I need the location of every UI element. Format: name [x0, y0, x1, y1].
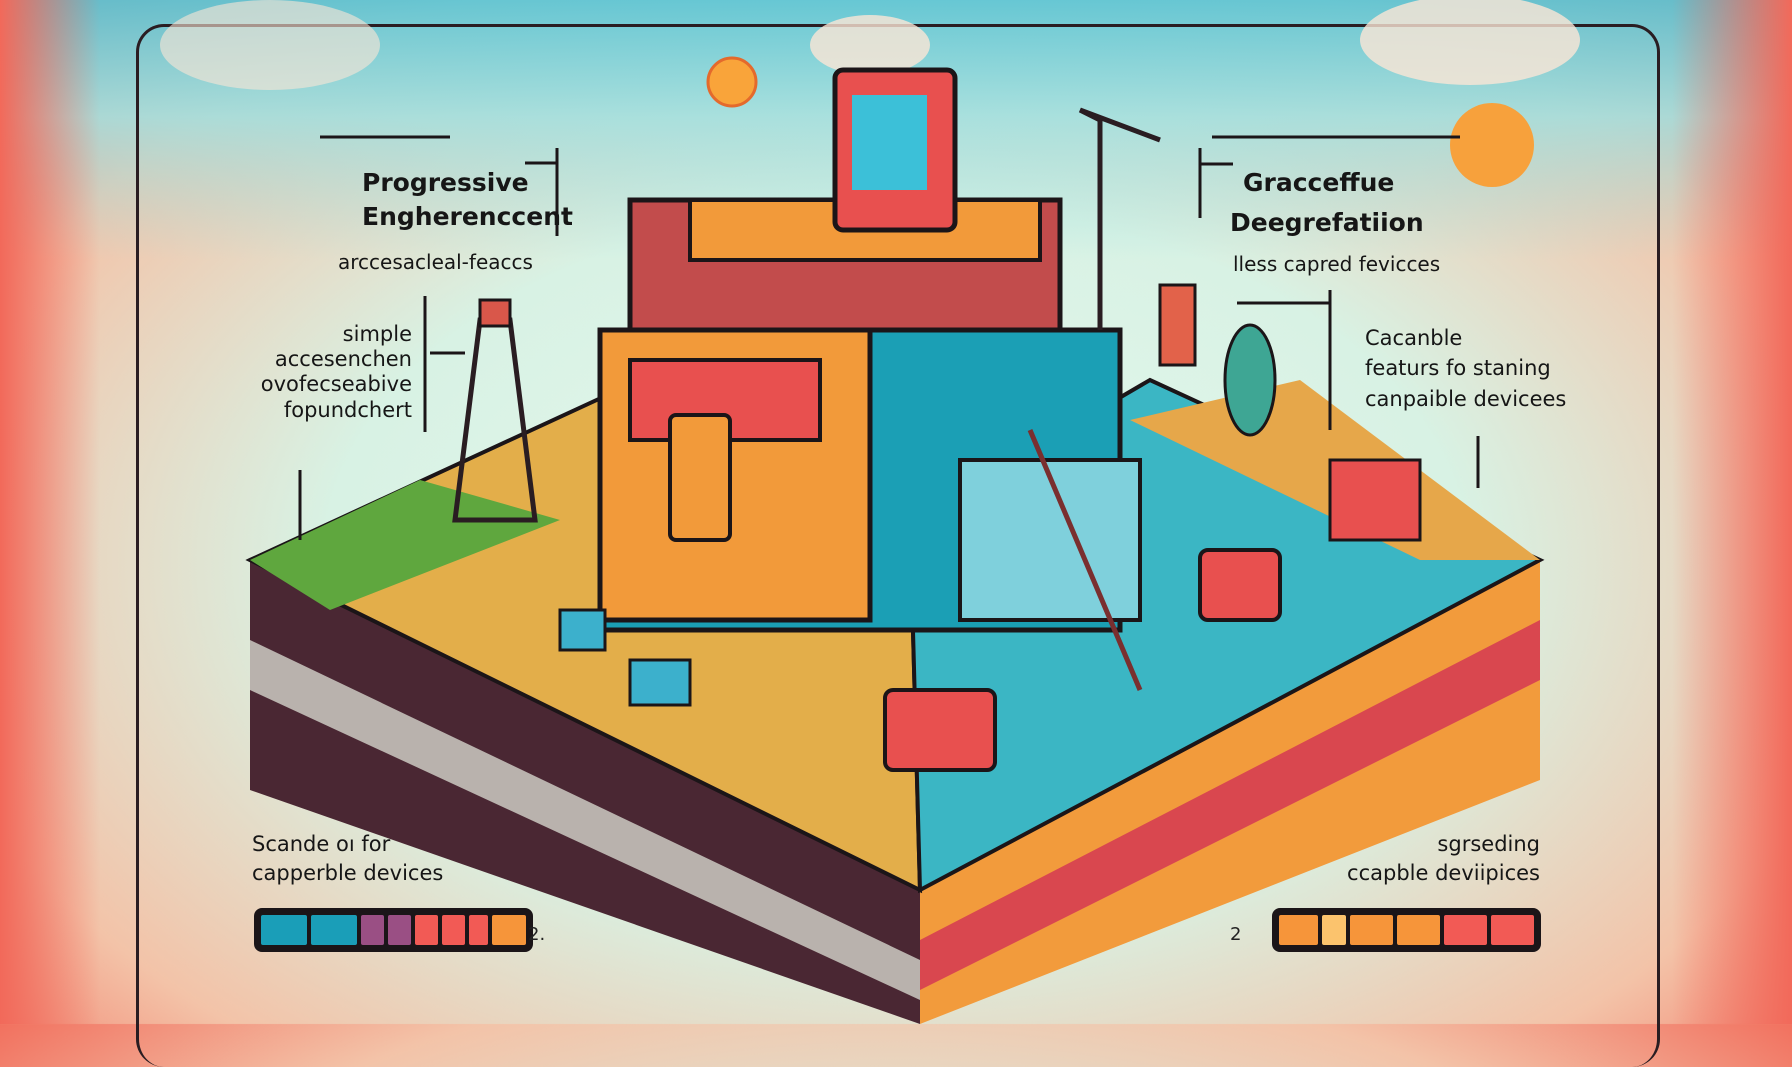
right-progress-bar [1272, 908, 1541, 952]
left-body-line: fopundchert [283, 397, 412, 422]
bar-segment [1322, 915, 1346, 945]
cloud-icon [810, 15, 930, 75]
block-icon [628, 658, 692, 707]
right-body-line: canpaible devicees [1365, 386, 1567, 411]
plant-icon [1223, 323, 1277, 437]
right-body-line: featurs fo staning [1365, 356, 1551, 381]
left-title-line2: Engherenccent [362, 202, 573, 231]
bar-segment [387, 915, 411, 945]
left-title-line1: Progressive [362, 168, 529, 197]
block-icon [1158, 283, 1197, 367]
left-subtitle: arccesacleal-feaccs [338, 250, 533, 274]
left-progress-bar [254, 908, 533, 952]
monitor-screen [852, 95, 927, 190]
bar-segment [1490, 915, 1534, 945]
block-icon [558, 608, 607, 652]
truck-icon [883, 688, 997, 772]
cloud-icon [1360, 0, 1580, 85]
island-left-bricks [250, 640, 920, 1000]
left-bottom-line: Scande oı for [252, 832, 391, 856]
ladder-icon [1027, 429, 1143, 691]
car-icon [1198, 548, 1282, 622]
sun-icon [706, 56, 758, 108]
isometric-scene [160, 0, 1580, 1024]
right-body: Cacanble featurs fo staning canpaible de… [1365, 323, 1566, 414]
right-bottom-text: sgrseding ccapble deviipices [1347, 830, 1540, 889]
bar-segment [468, 915, 488, 945]
left-coral-edge [0, 0, 100, 1024]
right-bar-marker: 2 [1230, 924, 1242, 945]
left-body-line: ovofecseabive [260, 372, 412, 397]
bar-segment [1349, 915, 1393, 945]
tower-cap [478, 298, 512, 328]
right-title-line2: Deegrefatiion [1230, 208, 1424, 237]
bar-segment [360, 915, 384, 945]
right-subtitle: lless capred fevicces [1233, 252, 1441, 276]
bar-segment [261, 915, 307, 945]
bar-segment [491, 915, 527, 945]
sun-right-icon [1450, 103, 1534, 187]
right-coral-edge [1672, 0, 1792, 1024]
block-icon [1328, 458, 1422, 542]
callout-lines [298, 135, 1480, 540]
right-bottom-line: sgrseding [1437, 832, 1540, 856]
grass-patch [250, 480, 560, 610]
tablet-icon [668, 413, 732, 542]
stairs [958, 458, 1142, 622]
left-bar-marker: 2. [528, 924, 546, 945]
right-title-line1: Gracceffue [1243, 168, 1395, 197]
right-body-line: Cacanble [1365, 326, 1463, 350]
crane-icon [1078, 107, 1161, 330]
bar-segment [414, 915, 438, 945]
cloud-icon [160, 0, 380, 90]
bar-segment [1443, 915, 1487, 945]
left-body-line: simple [342, 322, 412, 346]
left-bottom-text: Scande oı for capperble devices [252, 830, 443, 889]
left-bottom-line: capperble devices [252, 861, 444, 886]
left-body: simple accesenchen ovofecseabive fopundc… [261, 322, 412, 423]
bar-segment [1396, 915, 1440, 945]
left-body-line: accesenchen [274, 347, 412, 372]
bar-segment [310, 915, 357, 945]
island-right-bricks [920, 620, 1540, 990]
bar-segment [1279, 915, 1319, 945]
bar-segment [441, 915, 465, 945]
right-bottom-line: ccapble deviipices [1347, 861, 1540, 886]
